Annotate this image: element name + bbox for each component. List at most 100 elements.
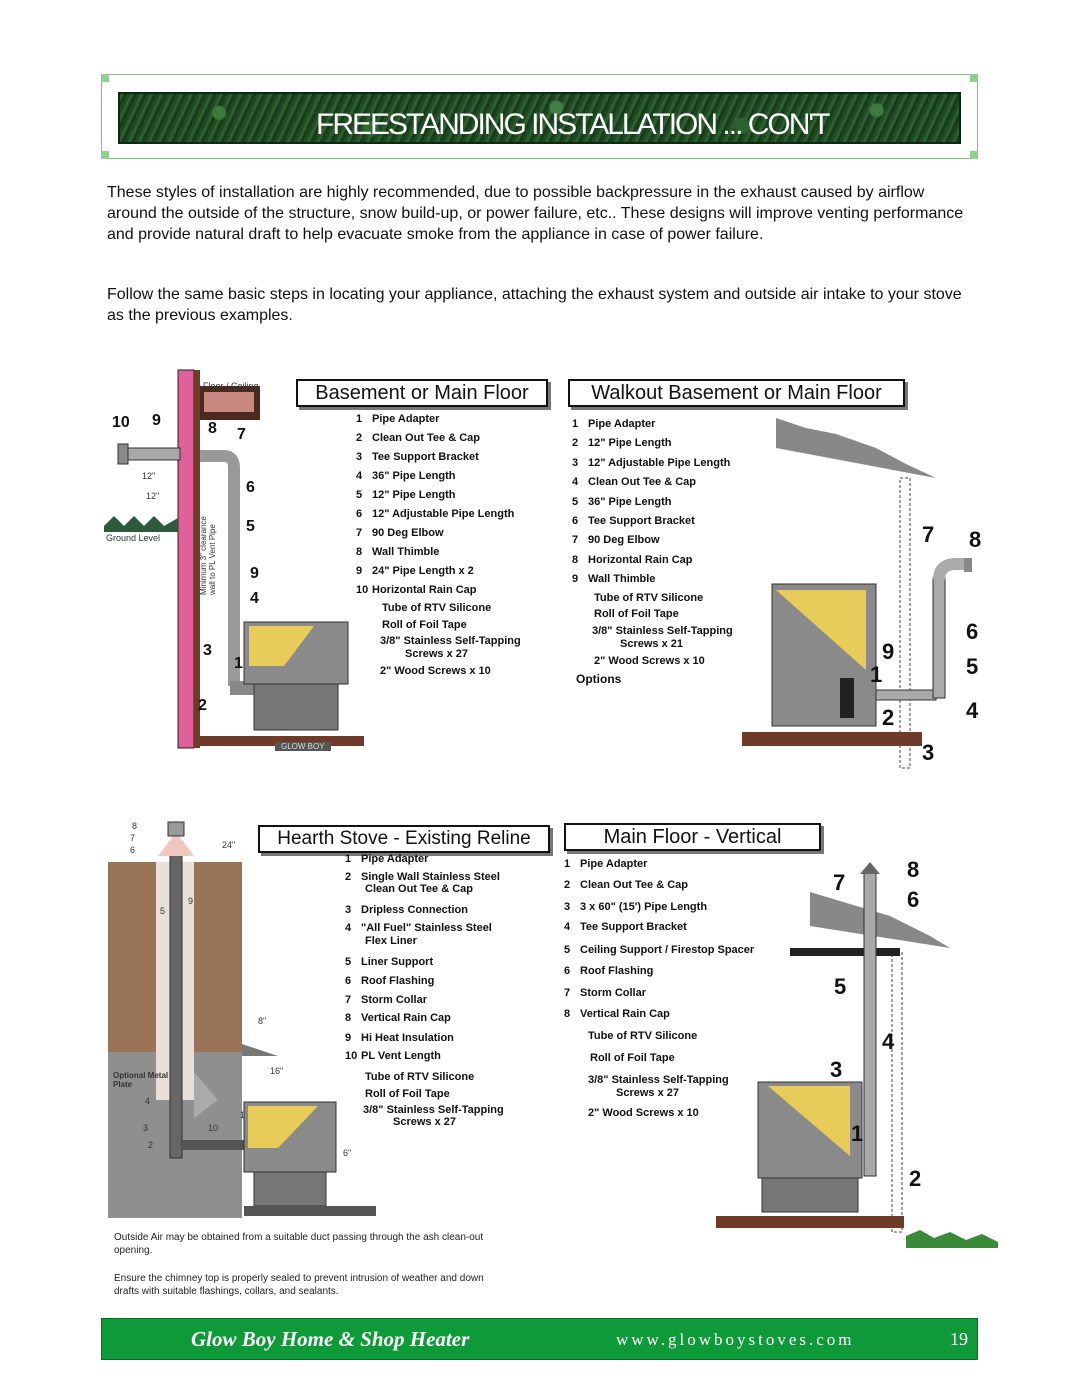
callout-number: 2	[909, 1166, 922, 1191]
rain-cap	[860, 862, 880, 874]
corner-ornament	[101, 74, 109, 82]
callout-number: 3	[830, 1057, 843, 1082]
callout-number: 1	[851, 1121, 864, 1146]
callout-number: 9	[882, 639, 895, 664]
dimension-label: 16"	[270, 1066, 284, 1076]
section-title-basement: Basement or Main Floor	[296, 379, 548, 407]
corner-ornament	[970, 151, 978, 159]
corner-ornament	[101, 151, 109, 159]
elbow	[933, 558, 966, 581]
brick-chimney-left	[108, 862, 156, 1052]
banner-frame	[101, 74, 978, 159]
storm-collar	[158, 832, 194, 856]
dimension-label: 12"	[142, 471, 156, 481]
callout-number: 8	[208, 420, 217, 437]
corner-ornament	[970, 74, 978, 82]
rain-cap	[117, 443, 129, 465]
callout-number: 5	[966, 654, 979, 679]
ground-line	[104, 516, 178, 532]
callout-number: 4	[145, 1096, 151, 1106]
dimension-label: 12"	[146, 491, 160, 501]
callout-number: 3	[143, 1123, 149, 1133]
section-title-vertical: Main Floor - Vertical	[564, 823, 821, 851]
clearance-label: Minimum 3" clearance wall to PL Vent Pip…	[199, 516, 217, 595]
callout-number: 3	[922, 740, 935, 765]
roof	[810, 892, 950, 948]
vertical-vent-pipe	[863, 869, 877, 1177]
page-number: 19	[950, 1329, 968, 1349]
callout-number: 9	[250, 565, 259, 582]
pl-vent-pipe	[182, 1140, 252, 1150]
hearth-diagram	[108, 821, 376, 1218]
callout-number: 7	[237, 426, 246, 443]
horizontal-pipe	[125, 447, 181, 461]
walkout-diagram	[742, 418, 972, 769]
callout-number: 6	[246, 479, 255, 496]
hearth-mantle	[242, 1044, 278, 1056]
callout-number: 5	[834, 974, 847, 999]
stove-control-panel	[840, 678, 854, 718]
footer-url[interactable]: www.glowboystoves.com	[616, 1330, 855, 1349]
floor-slab	[742, 732, 922, 746]
intro-paragraph-2: Follow the same basic steps in locating …	[107, 286, 962, 324]
floor-joist-face	[204, 392, 254, 412]
page-title: FREESTANDING INSTALLATION ... CON'T	[316, 108, 830, 141]
grass	[906, 1230, 998, 1248]
optional-plate-label: Optional Metal Plate	[113, 1071, 169, 1089]
footer-brand: Glow Boy Home & Shop Heater	[191, 1327, 470, 1351]
rain-cap	[964, 558, 972, 572]
vertical-vent-pipe	[932, 577, 946, 699]
metal-plate	[194, 1072, 218, 1118]
rain-cap	[167, 821, 185, 837]
callout-number: 9	[152, 412, 161, 429]
callout-number: 2	[882, 705, 895, 730]
callout-number: 1	[870, 662, 883, 687]
vertical-diagram	[716, 862, 998, 1248]
stove-base	[761, 1177, 859, 1213]
callout-number: 10	[208, 1123, 219, 1133]
insulated-wall	[177, 369, 195, 749]
brick-chimney-right	[194, 862, 242, 1052]
callout-number: 1	[234, 655, 243, 672]
ground-level-label: Ground Level	[106, 533, 161, 543]
callout-number: 4	[882, 1029, 895, 1054]
stove-panel	[768, 1086, 850, 1156]
callout-number: 8	[907, 857, 920, 882]
intro-paragraph-1: These styles of installation are highly …	[107, 184, 964, 243]
vertical-vent-pipe	[200, 450, 240, 686]
callout-number: 8	[132, 821, 138, 831]
callout-number: 2	[198, 697, 207, 714]
callout-number: 4	[966, 698, 979, 723]
callout-number: 2	[148, 1140, 154, 1150]
wall-framing	[194, 370, 200, 748]
callout-number: 10	[112, 414, 130, 431]
callout-number: 9	[188, 896, 194, 906]
exterior-wall	[891, 951, 903, 1233]
callout-number: 5	[246, 518, 255, 535]
callout-number: 8	[969, 527, 982, 552]
callout-number: 6	[130, 845, 136, 855]
stove-panel	[248, 1106, 318, 1148]
header-banner	[118, 92, 961, 144]
dimension-label: 8"	[258, 1016, 267, 1026]
stove-plate-label: GLOW BOY	[275, 742, 331, 751]
callout-number: 4	[250, 590, 259, 607]
floor-slab	[716, 1216, 904, 1228]
floor-slab	[200, 736, 364, 746]
callout-number: 6	[966, 619, 979, 644]
callout-number: 7	[922, 522, 935, 547]
stove-panel	[776, 590, 866, 670]
stove-panel	[249, 626, 314, 666]
floor-ceiling-label: Floor / Ceiling	[203, 381, 259, 391]
section-title-hearth: Hearth Stove - Existing Reline	[258, 825, 550, 853]
note-outside-air: Outside Air may be obtained from a suita…	[114, 1232, 484, 1256]
roof-overhang	[776, 418, 936, 478]
callout-number: 7	[130, 833, 136, 843]
note-chimney-seal: Ensure the chimney top is properly seale…	[114, 1273, 484, 1297]
callout-number: 1	[240, 1110, 246, 1120]
stove-base	[253, 1171, 327, 1207]
flex-liner	[169, 847, 183, 1159]
